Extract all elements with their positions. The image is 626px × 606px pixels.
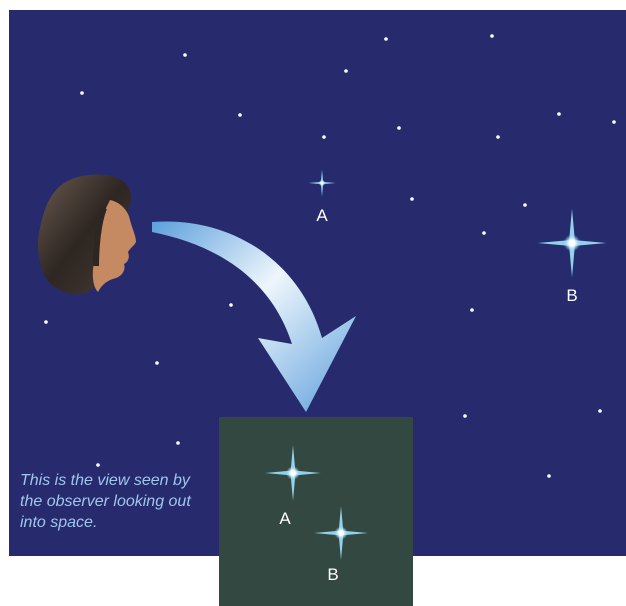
observer-view-panel bbox=[219, 417, 413, 606]
caption-text: This is the view seen by the observer lo… bbox=[20, 470, 216, 533]
space-star-a-label: A bbox=[316, 206, 328, 225]
view-star-b-label: B bbox=[327, 565, 338, 584]
view-star-a-label: A bbox=[279, 509, 291, 528]
space-star-b-label: B bbox=[566, 286, 577, 305]
